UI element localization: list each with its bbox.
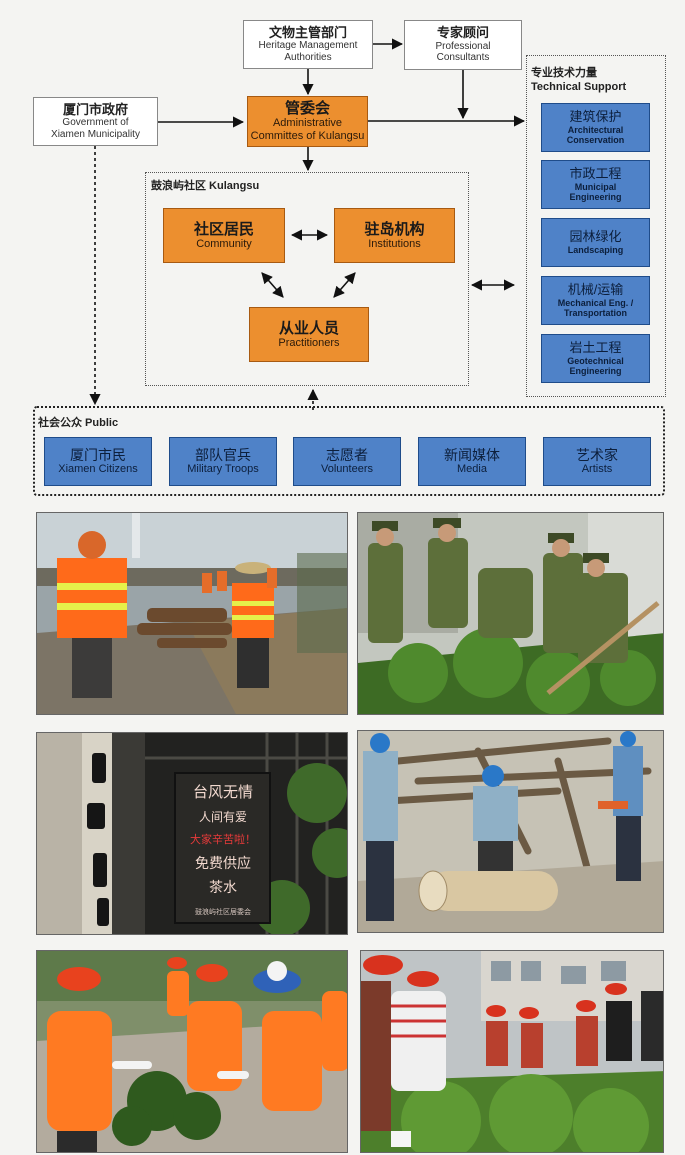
practitioners-en: Practitioners xyxy=(278,336,340,349)
sign-line-2: 人间有爱 xyxy=(198,810,247,824)
photo-soldiers-drawing xyxy=(358,513,663,714)
photo-volunteers-right xyxy=(360,950,664,1153)
tech-item-geotechnical: 岩土工程 Geotechnical Engineering xyxy=(541,334,650,383)
public-item-en: Media xyxy=(457,463,487,476)
public-item-en: Xiamen Citizens xyxy=(58,463,138,476)
arrow-community-practitioners xyxy=(261,272,284,298)
kulangsu-frame-label: 鼓浪屿社区 Kulangsu xyxy=(151,180,260,192)
committee-box: 管委会 Administrative Committes of Kulangsu xyxy=(247,96,368,147)
photo-workers-cart-drawing xyxy=(37,513,347,714)
tea-sign-board: 台风无情 人间有爱 大家辛苦啦！ 免费供应 茶水 鼓浪屿社区居委会 xyxy=(177,775,269,921)
consultants-zh: 专家顾问 xyxy=(436,25,489,41)
tech-item-municipal: 市政工程 Municipal Engineering xyxy=(541,160,650,209)
committee-en2: Committes of Kulangsu xyxy=(250,130,365,143)
photo-volunteers-left xyxy=(36,950,348,1153)
heritage-zh: 文物主管部门 xyxy=(268,24,347,40)
photo-volunteers-right-drawing xyxy=(361,951,663,1152)
tech-item-en2: Transportation xyxy=(563,307,627,318)
photo-volunteers-left-drawing xyxy=(37,951,347,1152)
tech-item-landscaping: 园林绿化 Landscaping xyxy=(541,218,650,267)
public-item-en: Artists xyxy=(581,463,613,476)
public-item-military: 部队官兵 Military Troops xyxy=(169,437,277,486)
photo-tea-sign-drawing xyxy=(37,733,347,934)
tech-item-zh: 机械/运输 xyxy=(567,281,624,297)
community-zh: 社区居民 xyxy=(193,220,254,238)
public-item-en: Volunteers xyxy=(321,463,373,476)
public-item-artists: 艺术家 Artists xyxy=(543,437,651,486)
tech-item-architectural: 建筑保护 Architectural Conservation xyxy=(541,103,650,152)
tech-item-en2: Engineering xyxy=(569,365,622,376)
consultants-en1: Professional xyxy=(435,40,491,52)
tech-item-en2: Conservation xyxy=(566,134,625,145)
sign-line-1: 台风无情 xyxy=(192,783,253,801)
arrow-institutions-practitioners xyxy=(333,272,356,298)
tech-item-en1: Municipal xyxy=(574,181,617,192)
tech-label-zh: 专业技术力量 xyxy=(531,67,597,79)
tech-item-en1: Landscaping xyxy=(567,244,624,255)
tech-item-mechanical: 机械/运输 Mechanical Eng. / Transportation xyxy=(541,276,650,325)
photo-tea-sign: 台风无情 人间有爱 大家辛苦啦！ 免费供应 茶水 鼓浪屿社区居委会 xyxy=(36,732,348,935)
community-en: Community xyxy=(196,237,252,250)
practitioners-zh: 从业人员 xyxy=(278,319,339,337)
tech-item-en1: Mechanical Eng. / xyxy=(557,297,634,308)
public-item-citizens: 厦门市民 Xiamen Citizens xyxy=(44,437,152,486)
sign-line-4: 免费供应 xyxy=(195,856,251,872)
public-item-media: 新闻媒体 Media xyxy=(418,437,526,486)
photo-tree-cutting-drawing xyxy=(358,731,663,932)
institutions-en: Institutions xyxy=(368,237,421,250)
public-item-zh: 部队官兵 xyxy=(195,447,251,464)
public-item-zh: 厦门市民 xyxy=(70,447,126,464)
sign-line-3: 大家辛苦啦！ xyxy=(190,833,256,846)
heritage-en1: Heritage Management xyxy=(258,40,358,52)
kulangsu-frame xyxy=(145,172,469,386)
committee-zh: 管委会 xyxy=(284,100,330,118)
sign-line-5: 茶水 xyxy=(209,880,237,896)
sign-signature: 鼓浪屿社区居委会 xyxy=(195,908,251,916)
heritage-en2: Authorities xyxy=(284,51,332,63)
photo-workers-cart xyxy=(36,512,348,715)
government-en1: Government of xyxy=(62,117,129,129)
institutions-box: 驻岛机构 Institutions xyxy=(334,208,455,263)
practitioners-box: 从业人员 Practitioners xyxy=(249,307,369,362)
tech-item-zh: 建筑保护 xyxy=(569,108,622,124)
community-box: 社区居民 Community xyxy=(163,208,285,263)
tech-item-en1: Geotechnical xyxy=(567,355,624,366)
consultants-box: 专家顾问 Professional Consultants xyxy=(404,20,522,70)
diagram-arrows xyxy=(89,38,526,410)
public-item-zh: 艺术家 xyxy=(576,447,618,464)
public-frame-label: 社会公众 Public xyxy=(38,417,119,429)
public-item-en: Military Troops xyxy=(187,463,259,476)
tech-item-zh: 园林绿化 xyxy=(569,228,622,244)
public-item-zh: 新闻媒体 xyxy=(444,447,500,464)
tech-item-en2: Engineering xyxy=(569,191,622,202)
heritage-authorities-box: 文物主管部门 Heritage Management Authorities xyxy=(243,20,373,69)
public-item-zh: 志愿者 xyxy=(326,447,368,464)
public-item-volunteers: 志愿者 Volunteers xyxy=(293,437,401,486)
government-zh: 厦门市政府 xyxy=(62,101,128,117)
photo-tree-cutting xyxy=(357,730,664,933)
tech-label-en: Technical Support xyxy=(531,81,627,93)
public-frame xyxy=(33,406,665,496)
consultants-en2: Consultants xyxy=(436,52,490,64)
government-en2: Xiamen Municipality xyxy=(51,128,140,140)
institutions-zh: 驻岛机构 xyxy=(364,220,425,238)
government-box: 厦门市政府 Government of Xiamen Municipality xyxy=(33,97,158,146)
photo-soldiers xyxy=(357,512,664,715)
committee-en1: Administrative xyxy=(272,117,343,130)
tech-item-zh: 岩土工程 xyxy=(569,339,622,355)
tech-item-en1: Architectural xyxy=(567,124,624,135)
tech-frame xyxy=(526,55,666,397)
tech-item-zh: 市政工程 xyxy=(569,165,622,181)
